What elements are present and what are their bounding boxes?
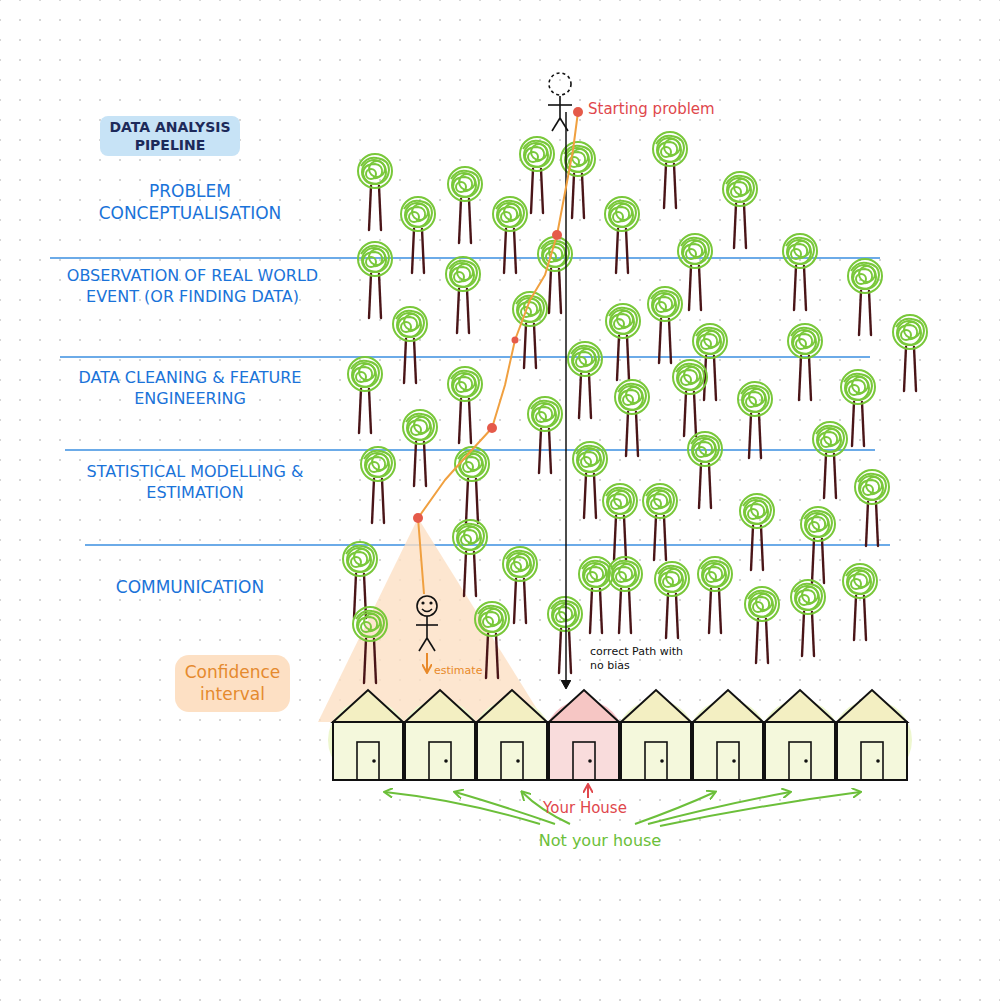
- your-house-label: Your House: [525, 799, 645, 819]
- houses: [328, 690, 912, 780]
- biased-path: [418, 112, 578, 594]
- start-figure: [548, 73, 572, 131]
- your-house-arrow: [587, 785, 589, 798]
- stage-label: STATISTICAL MODELLING & ESTIMATION: [60, 462, 330, 504]
- stage-label: PROBLEM CONCEPTUALISATION: [75, 180, 305, 224]
- callout-box: Confidence interval: [175, 655, 290, 712]
- unbiased-path: [565, 112, 567, 688]
- not-your-house-arrows: [385, 792, 860, 826]
- stage-label: COMMUNICATION: [80, 576, 300, 598]
- path-dots: [413, 107, 583, 523]
- stage-label: OBSERVATION OF REAL WORLD EVENT (OR FIND…: [55, 266, 330, 308]
- callout-text: Confidence interval: [181, 661, 284, 705]
- start-label: Starting problem: [588, 100, 758, 120]
- path-note: correct Path with no bias: [590, 645, 685, 674]
- analyst-figure: [416, 596, 438, 651]
- diagram-title: DATA ANALYSIS PIPELINE: [100, 116, 240, 156]
- not-your-house-label: Not your house: [515, 831, 685, 852]
- estimate-label: estimate: [434, 664, 494, 678]
- stage-label: DATA CLEANING & FEATURE ENGINEERING: [65, 368, 315, 410]
- trees: [343, 132, 927, 683]
- estimate-arrow: [426, 653, 428, 672]
